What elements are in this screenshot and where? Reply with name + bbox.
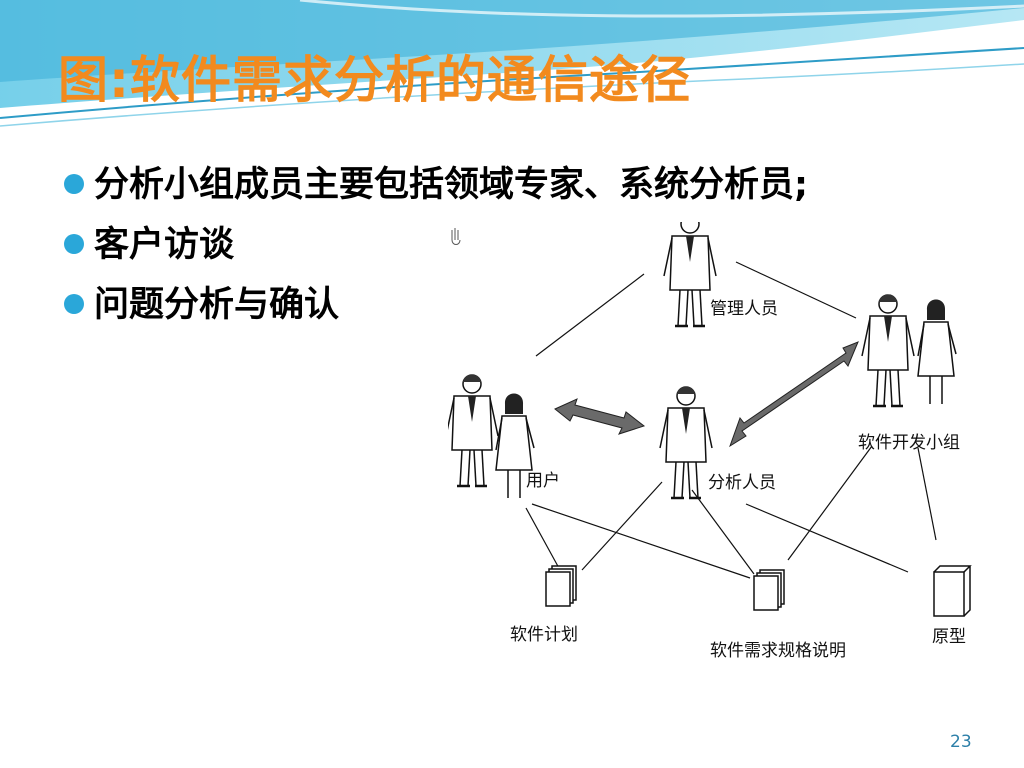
bullet-item-interview: 客户访谈 <box>62 220 434 270</box>
label-analyst: 分析人员 <box>708 473 776 493</box>
label-dev-team: 软件开发小组 <box>858 433 960 453</box>
prototype-box-icon <box>933 565 972 617</box>
page-number: 23 <box>950 732 972 752</box>
connection-lines <box>525 261 937 579</box>
dev-team-man-icon <box>860 293 916 408</box>
bullet-text: 分析小组成员主要包括领域专家、系统分析员; <box>94 165 808 205</box>
bullet-text: 问题分析与确认 <box>94 285 340 325</box>
double-arrow-user-analyst <box>554 398 646 435</box>
bullet-list: 分析小组成员主要包括领域专家、系统分析员; 客户访谈 问题分析与确认 <box>62 160 972 340</box>
bullet-dot-icon <box>64 234 84 254</box>
double-arrow-analyst-devteam <box>729 341 859 448</box>
bullet-dot-icon <box>64 294 84 314</box>
user-man-icon <box>448 373 500 488</box>
hand-cursor-icon <box>451 228 461 245</box>
label-user: 用户 <box>526 471 560 491</box>
bullet-text: 客户访谈 <box>94 225 235 265</box>
label-prototype: 原型 <box>932 627 966 647</box>
bullet-item-analysis: 问题分析与确认 <box>62 280 434 330</box>
header-wave-decoration <box>0 0 1024 127</box>
label-spec: 软件需求规格说明 <box>710 641 846 661</box>
slide-title: 图:软件需求分析的通信途径 <box>58 51 691 109</box>
spec-doc-icon <box>753 569 785 611</box>
bullet-dot-icon <box>64 174 84 194</box>
dev-team-woman-icon <box>917 298 957 405</box>
software-plan-doc-icon <box>545 565 577 607</box>
analyst-person-icon <box>658 385 714 500</box>
manager-person-icon <box>662 222 718 328</box>
communication-diagram: 管理人员 软件开发小组 用户 分析人员 软件计划 软件需求规格说明 原型 <box>448 222 972 661</box>
label-manager: 管理人员 <box>710 299 778 319</box>
bullet-item-team: 分析小组成员主要包括领域专家、系统分析员; <box>62 160 1004 210</box>
label-software-plan: 软件计划 <box>510 625 578 645</box>
